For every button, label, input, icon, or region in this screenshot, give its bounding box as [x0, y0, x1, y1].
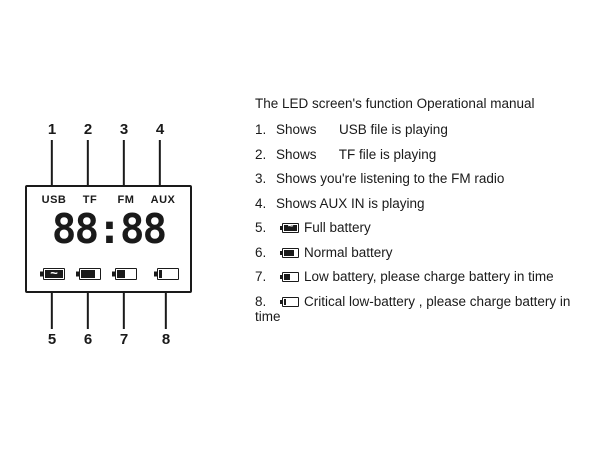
callout-3: 3 [120, 122, 128, 185]
battery-slot [43, 266, 65, 284]
item-text: Shows TF file is playing [276, 146, 437, 162]
callout-line [51, 291, 53, 329]
item-number: 2. [255, 146, 267, 162]
manual-item-8: 8.Critical low-battery , please charge b… [255, 294, 582, 324]
callout-line [123, 140, 125, 185]
callout-line [123, 291, 125, 329]
callout-5: 5 [48, 291, 56, 348]
full-battery-icon [43, 268, 65, 280]
critical-battery-icon [282, 296, 299, 307]
battery-fill [284, 274, 290, 280]
battery-fill [159, 270, 162, 278]
normal-battery-icon [282, 247, 299, 258]
led-display-panel: USB TF FM AUX 88:88 [25, 185, 192, 293]
callout-4: 4 [156, 122, 164, 185]
manual-text: The LED screen's function Operational ma… [255, 96, 582, 333]
critical-battery-icon [157, 268, 179, 280]
manual-title: The LED screen's function Operational ma… [255, 96, 535, 111]
item-number: 5. [255, 220, 267, 235]
item-text: Shows you're listening to the FM radio [276, 171, 505, 186]
manual-item-6: 6. Normal battery [255, 245, 582, 260]
callout-line [165, 291, 167, 329]
item-text: Low battery, please charge battery in ti… [304, 269, 554, 284]
callout-number: 5 [47, 331, 57, 348]
item-text: Shows AUX IN is playing [276, 195, 425, 211]
battery-slot [157, 266, 179, 284]
item-number: 7. [255, 269, 267, 284]
full-battery-icon [282, 223, 299, 233]
callout-6: 6 [84, 291, 92, 348]
battery-fill [45, 270, 63, 278]
callout-number: 7 [119, 331, 129, 348]
callout-line [51, 140, 53, 185]
mode-label-usb: USB [41, 194, 67, 206]
callout-number: 6 [83, 331, 93, 348]
callout-line [87, 140, 89, 185]
manual-item-2: 2. Shows TF file is playing [255, 147, 582, 162]
low-battery-icon [282, 272, 299, 282]
item-text: Critical low-battery , please charge bat… [255, 293, 575, 324]
callout-number: 8 [161, 331, 171, 348]
callout-line [159, 140, 161, 185]
battery-fill [81, 270, 95, 278]
battery-slot [115, 266, 137, 284]
item-number: 1. [255, 122, 267, 137]
callout-number: 2 [83, 121, 93, 138]
manual-item-3: 3. Shows you're listening to the FM radio [255, 171, 582, 186]
battery-slot [79, 266, 101, 284]
item-text: Normal battery [304, 244, 393, 260]
callout-8: 8 [162, 291, 170, 348]
segment-time-display: 88:88 [51, 205, 167, 253]
low-battery-icon [115, 268, 137, 280]
callout-1: 1 [48, 122, 56, 185]
callout-number: 3 [119, 121, 129, 138]
item-number: 3. [255, 171, 267, 186]
battery-fill [117, 270, 125, 278]
manual-item-1: 1. Shows USB file is playing [255, 122, 582, 137]
mode-label-fm: FM [117, 194, 135, 206]
item-text: Full battery [304, 220, 371, 235]
battery-fill [284, 249, 295, 256]
normal-battery-icon [79, 268, 101, 280]
manual-item-4: 4. Shows AUX IN is playing [255, 196, 582, 211]
item-number: 8. [255, 293, 267, 309]
manual-item-7: 7. Low battery, please charge battery in … [255, 269, 582, 284]
item-number: 4. [255, 195, 267, 211]
battery-fill [284, 225, 297, 231]
manual-item-5: 5. Full battery [255, 220, 582, 235]
callout-number: 4 [155, 121, 165, 138]
mode-label-tf: TF [82, 194, 98, 206]
callout-7: 7 [120, 291, 128, 348]
callout-2: 2 [84, 122, 92, 185]
item-text: Shows USB file is playing [276, 122, 448, 137]
item-number: 6. [255, 244, 267, 260]
mode-label-aux: AUX [150, 194, 176, 206]
battery-fill [284, 298, 287, 305]
callout-line [87, 291, 89, 329]
callout-number: 1 [47, 121, 57, 138]
